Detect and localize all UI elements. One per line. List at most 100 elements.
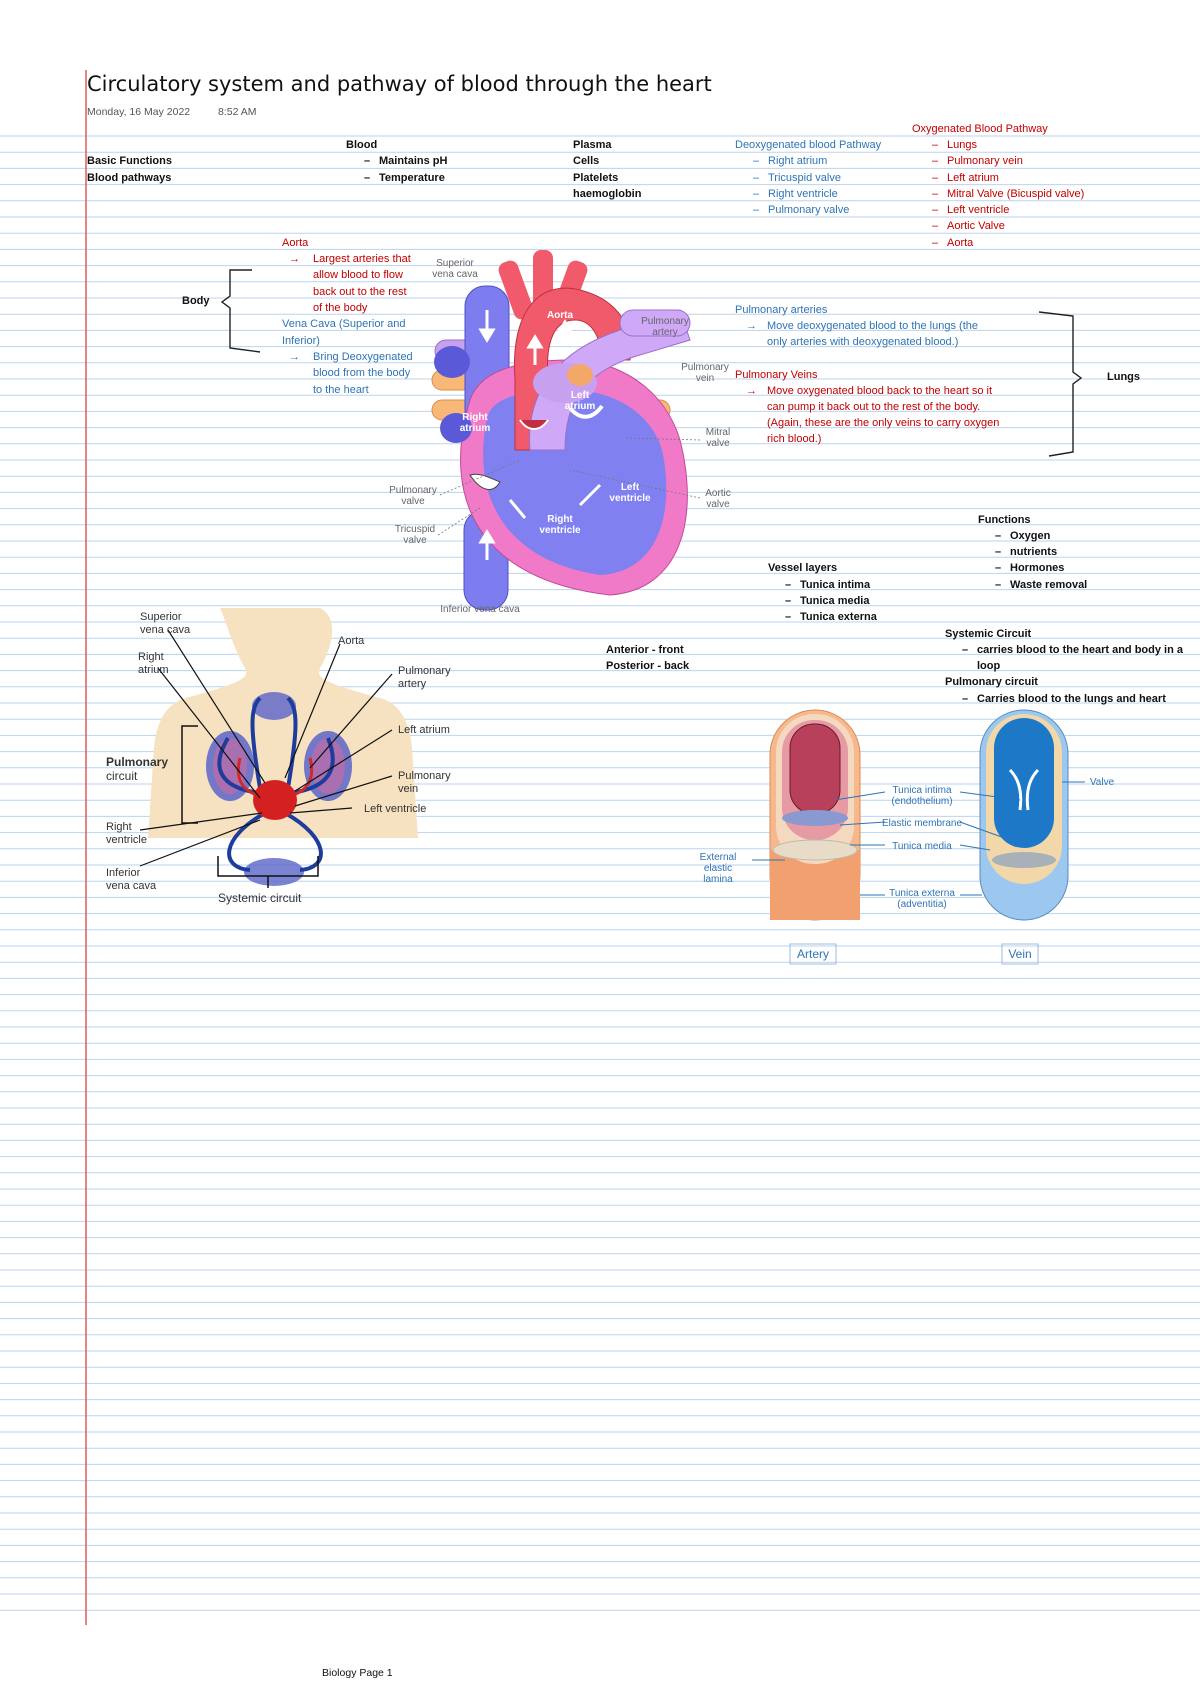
ivc-opening <box>440 413 472 443</box>
anterior-note: Anterior - front <box>606 644 684 656</box>
deoxygenated-item: Tricuspid valve <box>753 170 841 186</box>
oxygenated-item: Left ventricle <box>932 202 1009 218</box>
vessel-caption-artery: Artery <box>797 947 829 961</box>
heart-label-left-atrium: Left <box>571 390 590 401</box>
functions-heading: Functions <box>978 514 1031 526</box>
aorta-arrow: → <box>289 253 300 265</box>
head-silhouette <box>232 608 324 658</box>
vena-cava-heading: Inferior) <box>282 335 320 347</box>
heart-label-right-atrium: Right <box>462 412 488 423</box>
vena-cava-line: to the heart <box>313 384 369 396</box>
vessel-label-tunica-externa: (adventitia) <box>897 899 946 910</box>
body-label: Body <box>182 295 210 307</box>
vessel-layers-item: Tunica externa <box>785 609 877 625</box>
heart-label-aorta: Aorta <box>547 310 574 321</box>
heart-label-inferior-vena-cava: Inferior vena cava <box>440 604 520 615</box>
circ-label-pulmonary-circuit: Pulmonary <box>106 755 168 769</box>
heart-label-mitral-valve: Mitral <box>706 427 730 438</box>
artery-caption-box <box>789 943 837 965</box>
leader-lines <box>139 629 393 867</box>
blood-heading: Blood <box>346 139 378 151</box>
lungs-label: Lungs <box>1107 371 1140 383</box>
head-capillaries <box>252 692 296 720</box>
right-lung-capillaries <box>311 738 345 794</box>
heart-label-pulmonary-vein: Pulmonary <box>681 362 729 373</box>
posterior-note: Posterior - back <box>606 660 690 672</box>
circ-label-inferior-vena-cava: Inferior <box>106 867 141 879</box>
systemic-line: loop <box>977 660 1001 672</box>
heart-diagram: Right atrium Left atrium Left ventricle … <box>431 250 691 611</box>
flow-arrows <box>478 310 602 560</box>
vessel-label-tunica-intima: Tunica intima <box>892 785 952 796</box>
vessel-layers-item: Tunica intima <box>785 577 870 593</box>
heart-label-aortic-valve: Aortic <box>705 488 731 499</box>
page-title: Circulatory system and pathway of blood … <box>87 72 712 96</box>
mitral-valve-shape <box>568 404 604 419</box>
note-basic-functions: Basic Functions <box>87 155 172 167</box>
pulmonary-artery-right <box>619 309 691 337</box>
vessel-layers-heading: Vessel layers <box>768 562 838 574</box>
vessel-label-elastic-membrane: Elastic membrane <box>882 818 962 829</box>
vessel-label-tunica-media: Tunica media <box>892 841 952 852</box>
heart-external-labels: Superior vena cava Pulmonary artery Pulm… <box>389 258 731 615</box>
oxygenated-item: Lungs <box>932 137 977 153</box>
aortic-valve-shape <box>519 419 549 430</box>
vessel-layers-item: Tunica media <box>785 593 869 609</box>
component-item: haemoglobin <box>573 188 642 200</box>
pulmonary-veins-line: rich blood.) <box>767 433 822 445</box>
left-atrium-vein-opening <box>567 364 593 386</box>
circ-label-inferior-vena-cava: vena cava <box>106 880 157 892</box>
heart-label-mitral-valve: valve <box>706 438 730 449</box>
vein-illustration <box>979 709 1069 921</box>
artery-illustration <box>769 709 861 921</box>
heart-label-tricuspid-valve: valve <box>403 535 427 546</box>
functions-item: Waste removal <box>995 577 1087 593</box>
vein-caption-box <box>1001 943 1039 965</box>
heart-label-pulmonary-artery: Pulmonary <box>641 316 689 327</box>
tricuspid-valve-shape <box>469 473 501 490</box>
circ-label-right-atrium: Right <box>138 651 164 663</box>
circ-label-pulmonary-circuit: circuit <box>106 769 138 783</box>
systemic-circuit-bracket <box>217 856 319 888</box>
vessel-diagram: Tunica intima (endothelium) Elastic memb… <box>700 709 1115 965</box>
circ-label-pulmonary-artery: Pulmonary <box>398 665 451 677</box>
circ-label-systemic-circuit: Systemic circuit <box>218 891 302 905</box>
heart-label-pulmonary-vein: vein <box>696 373 714 384</box>
vessel-label-valve: Valve <box>1090 777 1115 788</box>
deoxygenated-item: Right atrium <box>753 153 827 169</box>
heart-label-superior-vena-cava: vena cava <box>432 269 478 280</box>
aorta-line: Largest arteries that <box>313 253 411 265</box>
circ-label-right-ventricle: ventricle <box>106 834 147 846</box>
aorta-line: allow blood to flow <box>313 269 403 281</box>
heart-label-left-ventricle: Left <box>621 482 640 493</box>
heart-internal-labels: Right atrium Left atrium Left ventricle … <box>460 310 651 536</box>
deoxygenated-item: Pulmonary valve <box>753 202 849 218</box>
heart-label-right-ventricle: ventricle <box>539 525 581 536</box>
page-timestamp: Monday, 16 May 2022 8:52 AM <box>87 106 257 118</box>
systemic-vessels <box>227 811 323 872</box>
pulmonary-veins-line: (Again, these are the only veins to carr… <box>767 417 1000 429</box>
circ-label-left-ventricle: Left ventricle <box>364 803 426 815</box>
oxygenated-item: Aorta <box>932 235 973 251</box>
component-item: Cells <box>573 155 600 167</box>
functions-item: Hormones <box>995 560 1064 576</box>
body-capillaries <box>244 858 304 886</box>
vessel-label-tunica-externa: Tunica externa <box>889 888 955 899</box>
aorta-line: back out to the rest <box>313 286 407 298</box>
aorta-heading: Aorta <box>282 237 309 249</box>
page-date: Monday, 16 May 2022 <box>87 106 191 118</box>
vena-cava-heading: Vena Cava (Superior and <box>282 318 406 330</box>
functions-item: nutrients <box>995 544 1057 560</box>
lungs-bracket <box>1038 311 1083 457</box>
heart-label-right-atrium: atrium <box>460 423 491 434</box>
heart-label-superior-vena-cava: Superior <box>436 258 474 269</box>
circ-label-right-ventricle: Right <box>106 821 132 833</box>
circ-label-pulmonary-vein: vein <box>398 783 418 795</box>
heart-label-pulmonary-valve: valve <box>401 496 425 507</box>
circ-label-right-atrium: atrium <box>138 664 169 676</box>
pulmonary-arteries-line: only arteries with deoxygenated blood.) <box>767 336 959 348</box>
pulmonary-veins-line: Move oxygenated blood back to the heart … <box>767 385 993 397</box>
oxygenated-item: Left atrium <box>932 170 999 186</box>
aorta-branch <box>498 260 534 320</box>
pulmonary-circuit-item: Carries blood to the lungs and heart <box>962 691 1166 707</box>
